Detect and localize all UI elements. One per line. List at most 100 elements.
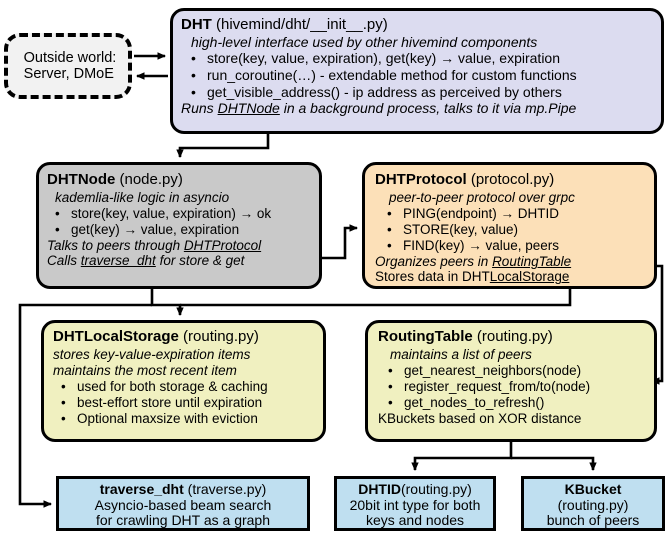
dhtprotocol-bullet-2: • STORE(key, value) — [375, 222, 654, 237]
bullet-dot-icon: • — [388, 379, 393, 395]
routingtable-title: RoutingTable — [378, 328, 473, 345]
bullet-dot-icon: • — [61, 395, 66, 411]
dhtnode-footer-1: Talks to peers through DHTProtocol — [47, 238, 319, 253]
dhtnode-footer-1-link: DHTProtocol — [183, 238, 262, 254]
bullet-dot-icon: • — [388, 395, 393, 411]
dhtnode-bullet-1: • store(key, value, expiration) → ok — [47, 206, 319, 221]
dhtprotocol-bullet-1-text: PING(endpoint) → DHTID — [403, 205, 560, 221]
dhtprotocol-bullet-1: • PING(endpoint) → DHTID — [375, 206, 654, 221]
bullet-dot-icon: • — [191, 50, 196, 67]
bullet-dot-icon: • — [61, 379, 66, 395]
dhtprotocol-footer-1-pre: Organizes peers in — [375, 254, 493, 270]
dhtlocalstorage-bullet-2-text: best-effort store until expiration — [77, 395, 263, 411]
outside-world-line1: Outside world: — [23, 49, 117, 66]
dhtprotocol-module: (protocol.py) — [466, 171, 555, 188]
dhtlocalstorage-module: (routing.py) — [178, 328, 259, 345]
dhtprotocol-title-row: DHTProtocol (protocol.py) — [375, 171, 654, 189]
dhtprotocol-footer-1: Organizes peers in RoutingTable — [375, 254, 654, 269]
arrow-routingtable-to-kbucket — [511, 456, 597, 471]
traverse-dht-title: traverse_dht — [99, 481, 184, 497]
kbucket-line2: (routing.py) — [557, 496, 629, 513]
traverse-dht-title-row: traverse_dht (traverse.py) — [59, 481, 307, 498]
traverse-dht-box: traverse_dht (traverse.py) Asyncio-based… — [56, 476, 310, 531]
dht-subtitle: high-level interface used by other hivem… — [191, 33, 538, 50]
dhtid-line3: keys and nodes — [365, 512, 465, 529]
routingtable-bullet-1-text: get_nearest_neighbors(node) — [404, 362, 582, 378]
arrow-dht-to-dhtnode — [176, 134, 270, 158]
routingtable-bullet-2: • register_request_from/to(node) — [378, 379, 654, 394]
routingtable-bullet-3-text: get_nodes_to_refresh() — [404, 395, 545, 411]
bullet-dot-icon: • — [191, 67, 196, 84]
dhtnode-footer-2-link: traverse_dht — [80, 253, 156, 269]
routingtable-box: RoutingTable (routing.py) maintains a li… — [365, 320, 657, 442]
dhtlocalstorage-title-row: DHTLocalStorage (routing.py) — [53, 328, 323, 346]
dht-bullet-2-text: run_coroutine(…) - extendable method for… — [207, 67, 577, 84]
dhtlocalstorage-subtitle-1: stores key-value-expiration items — [53, 346, 251, 362]
routingtable-module: (routing.py) — [472, 328, 553, 345]
dhtnode-bullet-1-text: store(key, value, expiration) → ok — [71, 205, 272, 221]
dht-bullet-1: • store(key, value, expiration), get(key… — [181, 51, 661, 67]
bullet-dot-icon: • — [55, 222, 60, 238]
routingtable-footer: KBuckets based on XOR distance — [378, 411, 582, 427]
dhtnode-footer-2-pre: Calls — [47, 253, 81, 269]
dhtprotocol-footer-2: Stores data in DHTLocalStorage — [375, 269, 654, 284]
dhtnode-subtitle: kademlia-like logic in asyncio — [55, 189, 230, 205]
routingtable-title-row: RoutingTable (routing.py) — [378, 328, 654, 346]
dhtnode-footer-1-pre: Talks to peers through — [47, 238, 184, 254]
bullet-dot-icon: • — [387, 205, 392, 221]
dhtnode-bullet-2: • get(key) → value, expiration — [47, 222, 319, 237]
bullet-dot-icon: • — [387, 238, 392, 254]
dhtnode-title-row: DHTNode (node.py) — [47, 171, 319, 189]
dhtprotocol-footer-2-pre: Stores data in DHT — [375, 269, 490, 285]
dht-footer-link: DHTNode — [217, 100, 280, 117]
dhtid-title: DHTID — [358, 481, 401, 497]
dhtnode-footer-2: Calls traverse_dht for store & get — [47, 253, 319, 268]
dht-title-row: DHT (hivemind/dht/__init__.py) — [181, 16, 661, 34]
routingtable-bullet-3: • get_nodes_to_refresh() — [378, 395, 654, 410]
outside-world-line2: Server, DMoE — [23, 66, 114, 82]
dht-bullet-2: • run_coroutine(…) - extendable method f… — [181, 67, 661, 84]
dhtlocalstorage-bullet-3-text: Optional maxsize with eviction — [77, 411, 258, 427]
routingtable-subtitle: maintains a list of peers — [390, 346, 532, 362]
dhtprotocol-bullet-3-text: FIND(key) → value, peers — [403, 238, 560, 254]
dht-bullet-1-text: store(key, value, expiration), get(key) … — [207, 50, 561, 67]
kbucket-line3: bunch of peers — [546, 512, 640, 529]
dhtid-module: (routing.py) — [400, 481, 472, 497]
arrow-routingtable-split — [411, 442, 513, 471]
dhtlocalstorage-bullet-1-text: used for both storage & caching — [77, 379, 268, 395]
dht-bullet-3-text: get_visible_address() - ip address as pe… — [207, 83, 562, 100]
dhtprotocol-subtitle: peer-to-peer protocol over grpc — [389, 189, 575, 205]
dht-module: (hivemind/dht/__init__.py) — [211, 16, 388, 33]
dhtid-title-row: DHTID(routing.py) — [337, 481, 493, 498]
dhtid-box: DHTID(routing.py) 20bit int type for bot… — [334, 476, 496, 531]
dhtid-line2: 20bit int type for both — [349, 496, 481, 513]
arrow-dhtnode-to-dhtlocalstorage — [150, 289, 184, 316]
dhtnode-title: DHTNode — [47, 171, 116, 188]
routingtable-bullet-2-text: register_request_from/to(node) — [404, 379, 591, 395]
bullet-dot-icon: • — [388, 362, 393, 378]
traverse-dht-module: (traverse.py) — [183, 481, 267, 497]
dhtlocalstorage-bullet-3: • Optional maxsize with eviction — [53, 411, 323, 426]
routingtable-bullet-1: • get_nearest_neighbors(node) — [378, 363, 654, 378]
dhtlocalstorage-bullet-1: • used for both storage & caching — [53, 379, 323, 394]
dhtnode-bullet-2-text: get(key) → value, expiration — [71, 222, 240, 238]
dhtnode-module: (node.py) — [115, 171, 183, 188]
dht-bullet-3: • get_visible_address() - ip address as … — [181, 83, 661, 101]
dhtlocalstorage-bullet-2: • best-effort store until expiration — [53, 395, 323, 410]
dhtprotocol-box: DHTProtocol (protocol.py) peer-to-peer p… — [362, 162, 657, 289]
dhtprotocol-bullet-3: • FIND(key) → value, peers — [375, 238, 654, 253]
dhtprotocol-footer-2-link: LocalStorage — [489, 269, 570, 285]
dhtprotocol-footer-1-link: RoutingTable — [492, 254, 572, 270]
dhtnode-footer-2-post: for store & get — [155, 253, 245, 269]
dht-box: DHT (hivemind/dht/__init__.py) high-leve… — [170, 8, 664, 134]
bullet-dot-icon: • — [191, 83, 196, 100]
bullet-dot-icon: • — [387, 222, 392, 238]
dhtlocalstorage-box: DHTLocalStorage (routing.py) stores key-… — [41, 320, 326, 442]
bullet-dot-icon: • — [55, 205, 60, 221]
dht-footer: Runs DHTNode in a background process, ta… — [181, 101, 661, 117]
arrow-dhtprotocol-to-dhtlocalstorage — [180, 289, 572, 307]
dhtlocalstorage-title: DHTLocalStorage — [53, 328, 179, 345]
traverse-dht-line2: Asyncio-based beam search — [94, 496, 272, 513]
dht-title: DHT — [181, 16, 212, 33]
